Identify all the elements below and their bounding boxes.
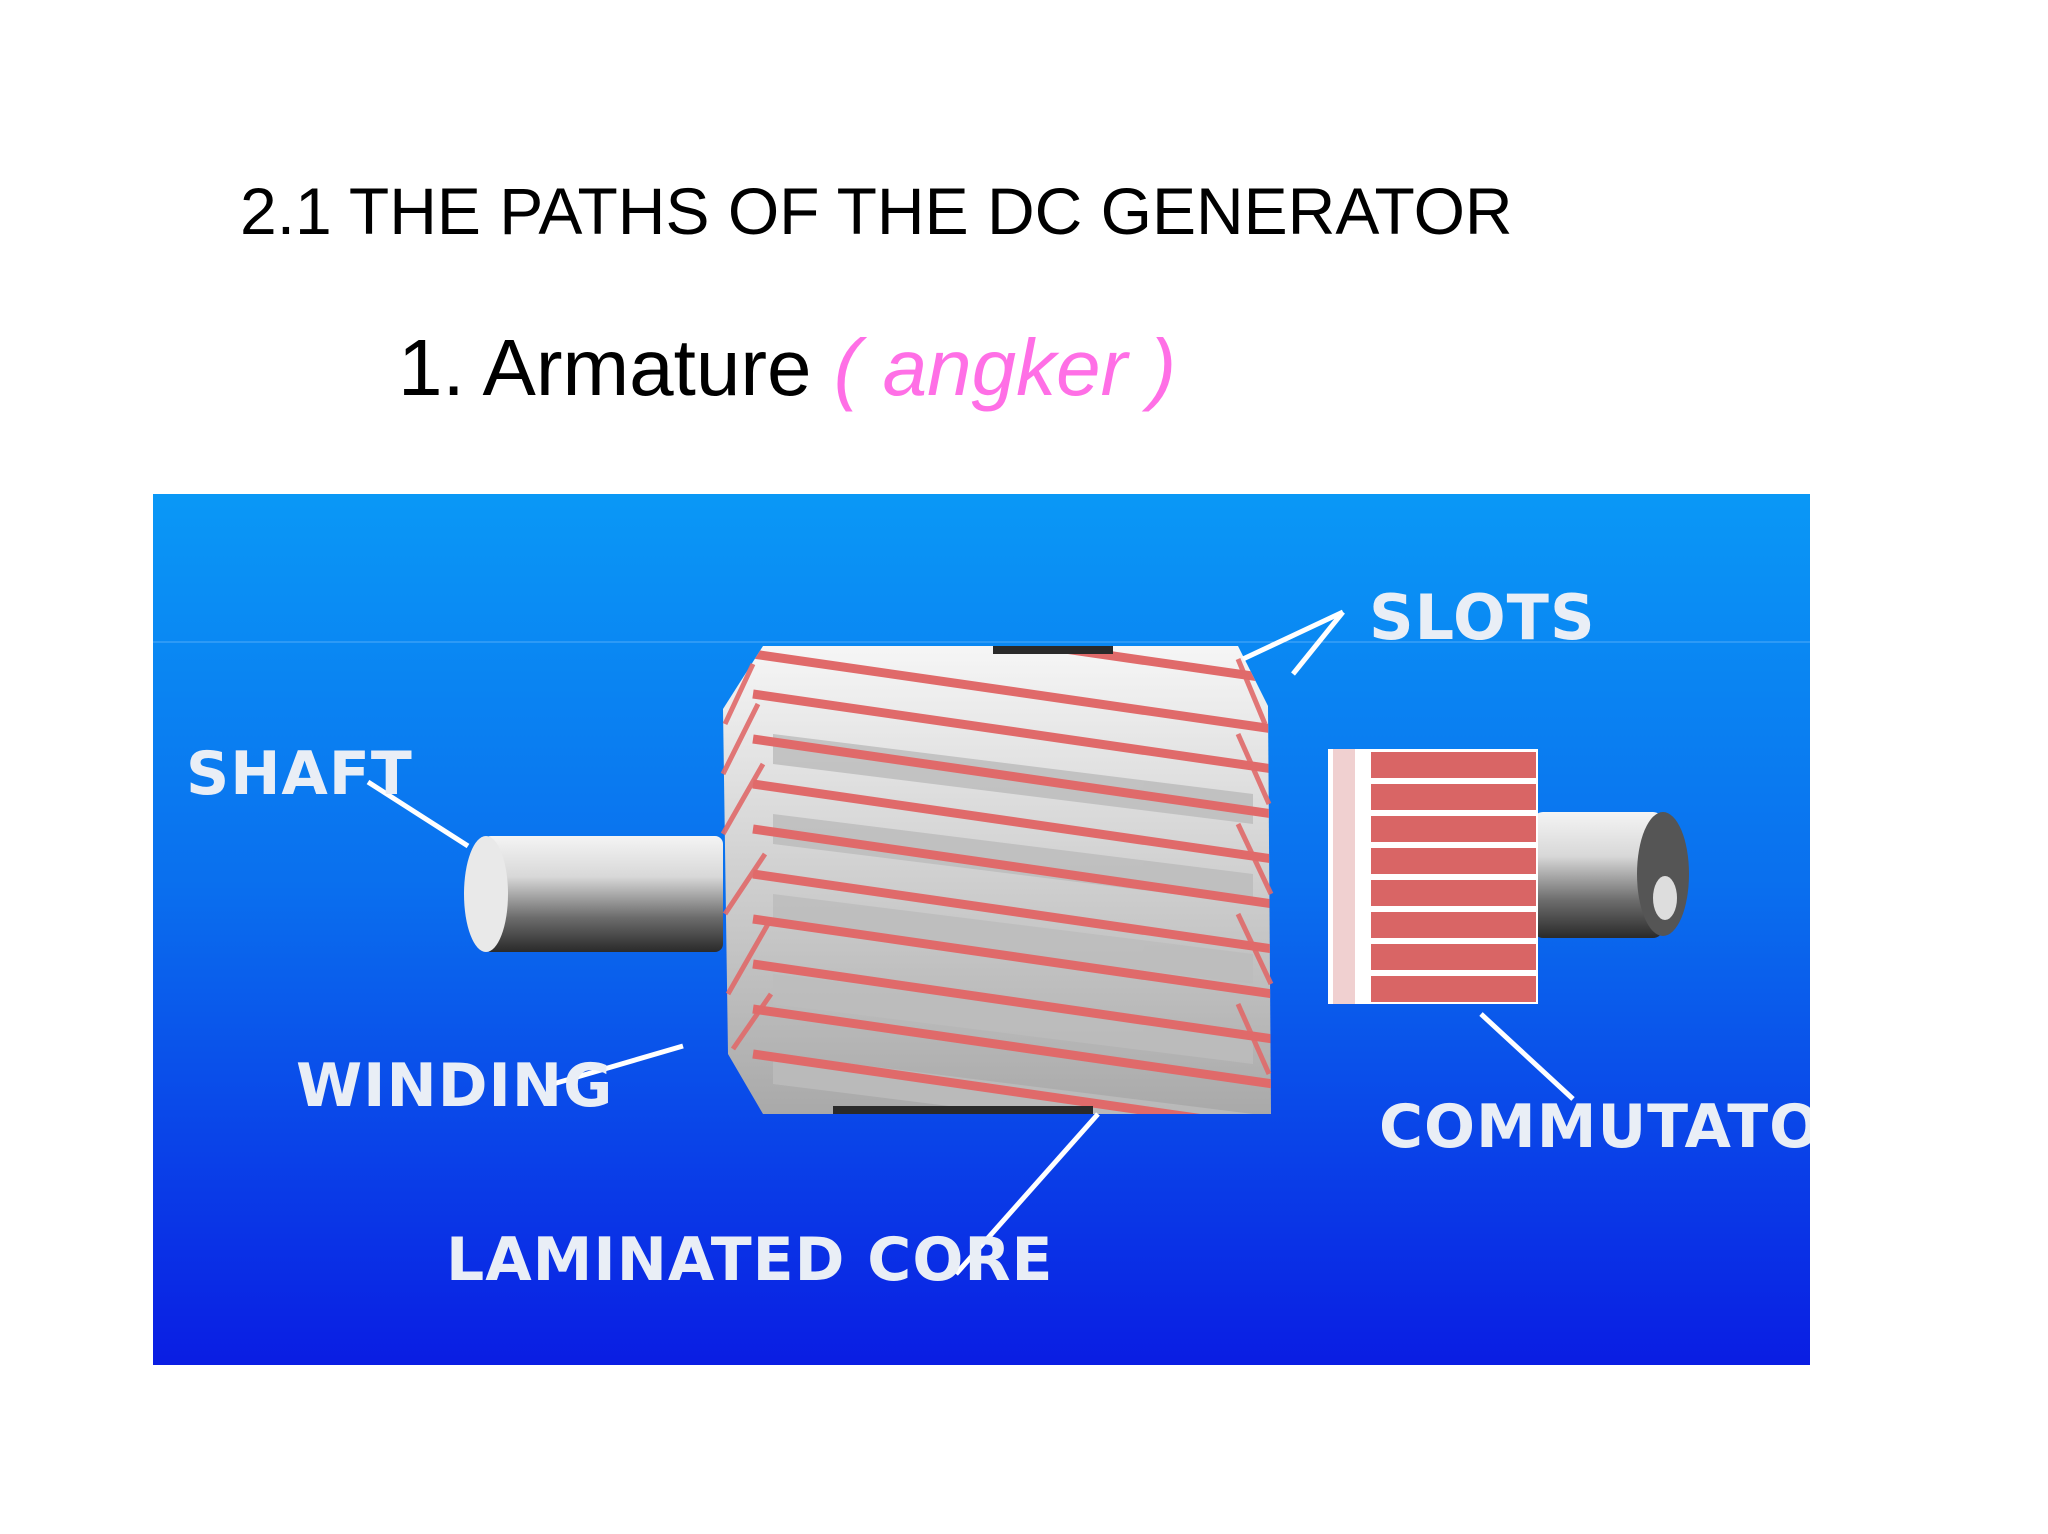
label-commutator: COMMUTATOR: [1379, 1092, 1810, 1162]
laminated-core: [723, 604, 1273, 1144]
shaft-left: [464, 836, 723, 952]
label-laminated-core: LAMINATED CORE: [446, 1225, 1054, 1295]
label-slots: SLOTS: [1369, 581, 1596, 654]
armature-illustration: SLOTS SHAFT WINDING COMMUTATOR LAMINATED…: [153, 494, 1810, 1365]
slide-title: 2.1 THE PATHS OF THE DC GENERATOR: [240, 178, 1513, 244]
shaft-right: [1533, 812, 1689, 938]
armature-diagram: SLOTS SHAFT WINDING COMMUTATOR LAMINATED…: [153, 494, 1810, 1365]
armature-label: 1. Armature: [398, 323, 812, 412]
label-shaft: SHAFT: [186, 739, 413, 809]
armature-translation: ( angker ): [834, 323, 1176, 412]
label-winding: WINDING: [296, 1051, 613, 1121]
commutator: [1328, 749, 1538, 1004]
armature-heading: 1. Armature ( angker ): [398, 328, 1176, 408]
